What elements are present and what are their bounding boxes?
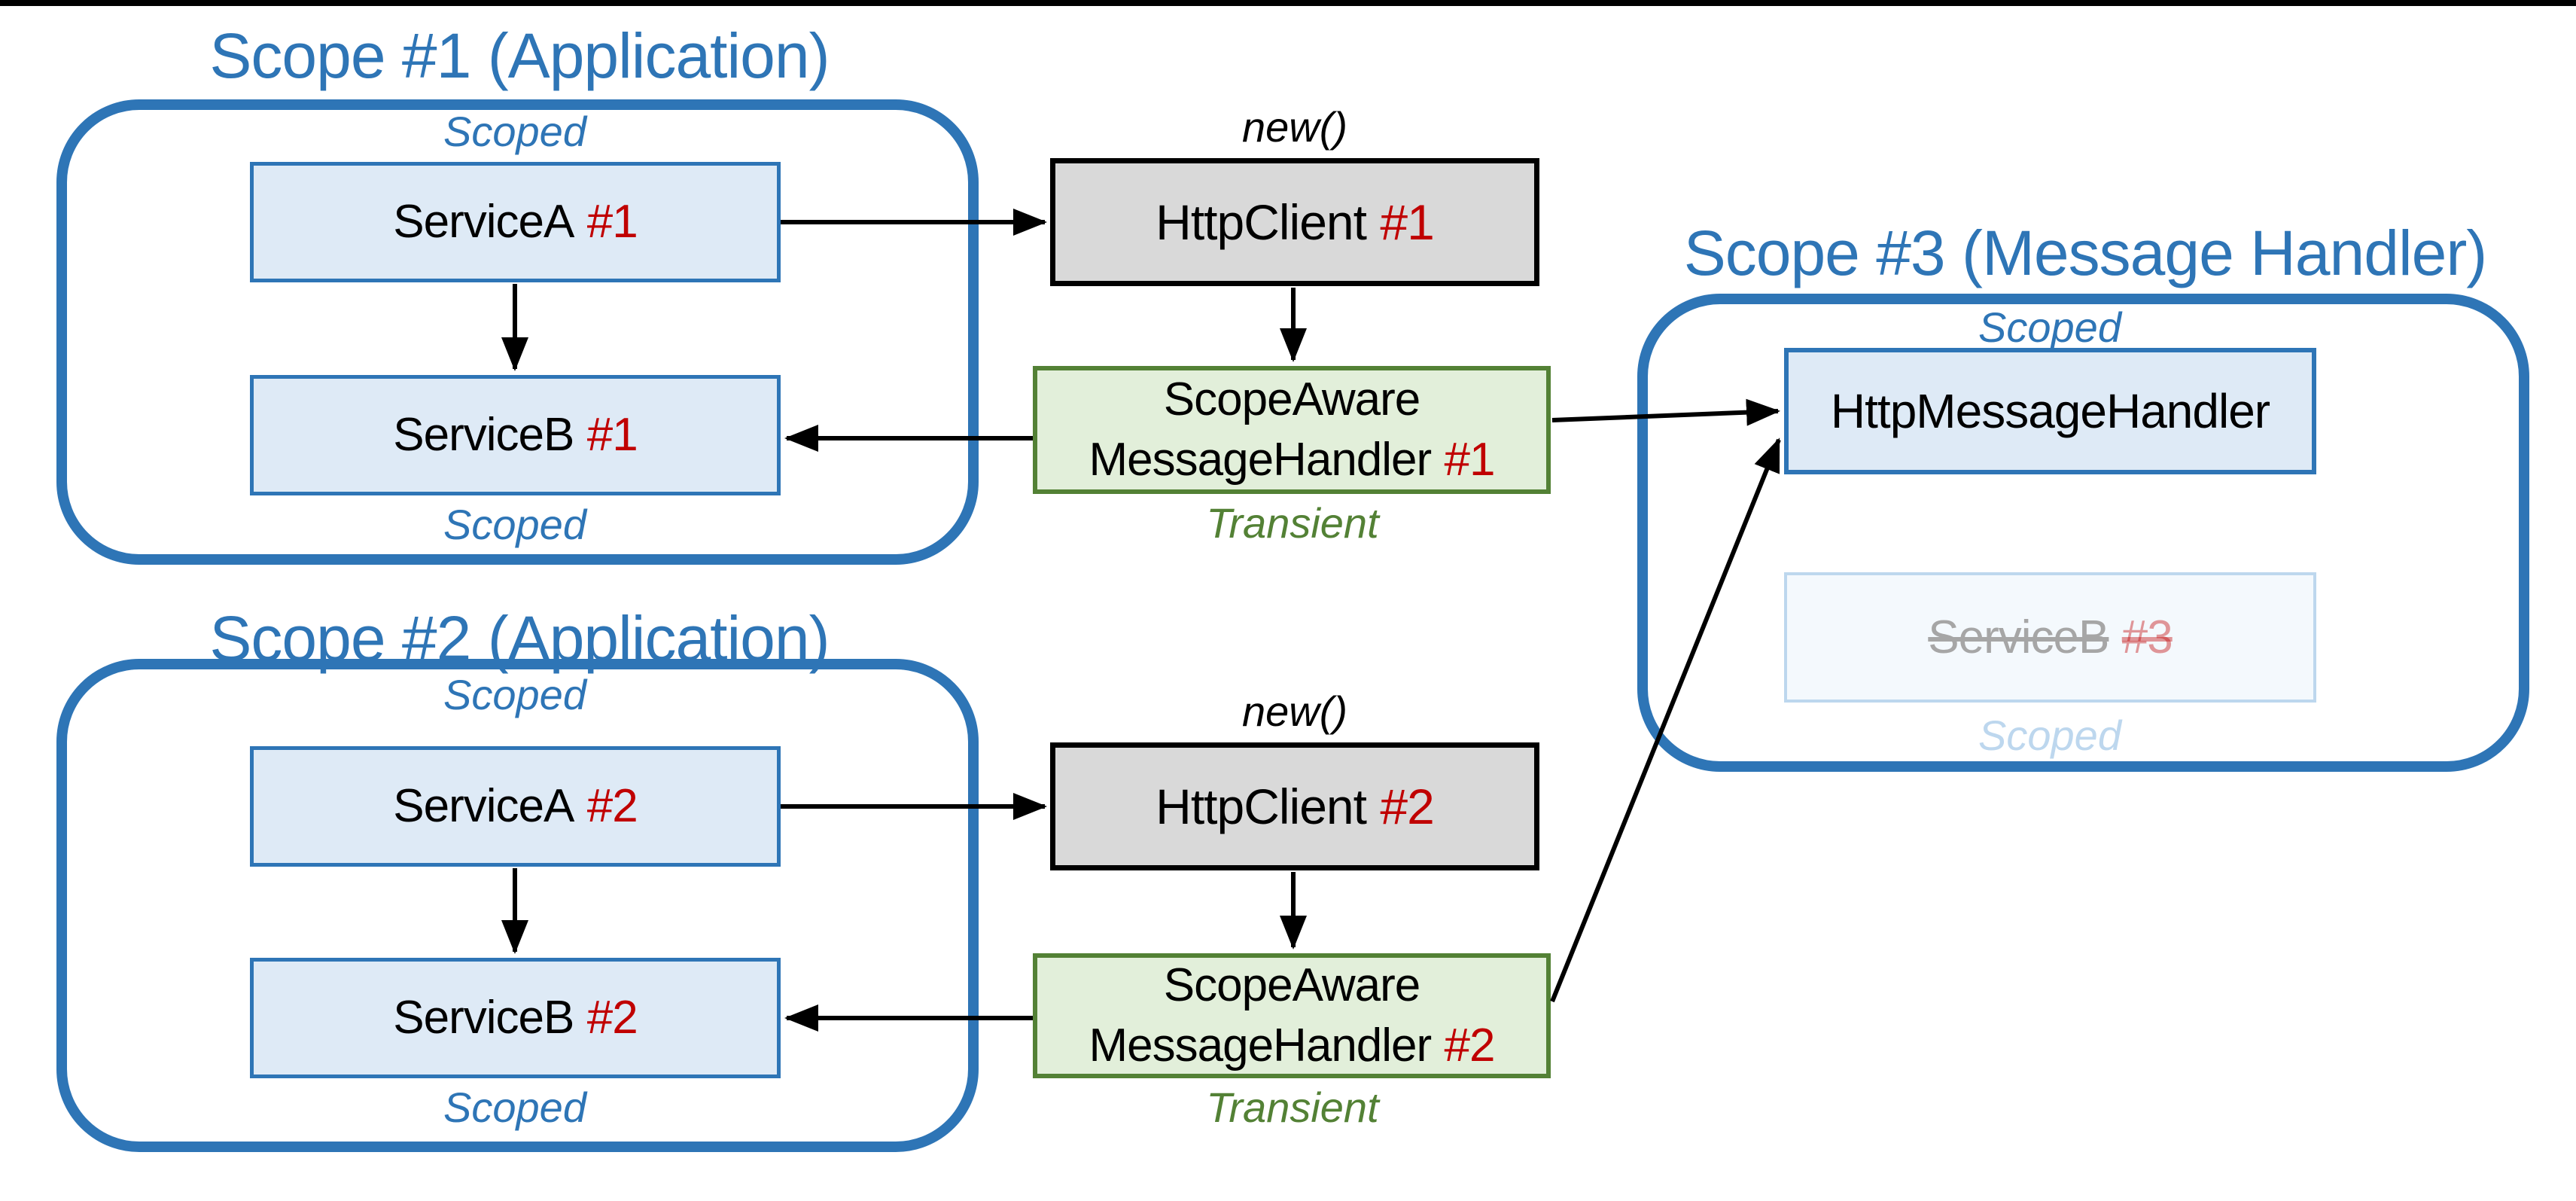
handler2-line2: MessageHandler [1089, 1020, 1432, 1071]
servicea2-box: ServiceA#2 [250, 746, 781, 867]
handler1-line2: MessageHandler [1089, 434, 1432, 486]
scopeaware-handler2-box: ScopeAware MessageHandler#2 [1033, 953, 1551, 1078]
handler2-instance: #2 [1444, 1020, 1496, 1071]
serviceb1-instance: #1 [586, 409, 638, 461]
servicea1-instance: #1 [586, 196, 638, 248]
scope2-scoped-bottom-label: Scoped [443, 1084, 586, 1131]
httpclient2-name: HttpClient [1156, 779, 1367, 834]
servicea2-name: ServiceA [393, 780, 574, 832]
scope2-scoped-top-label: Scoped [443, 671, 586, 718]
handler2-line1: ScopeAware [1163, 959, 1420, 1011]
scope1-outline [56, 99, 979, 565]
handler1-transient-label: Transient [1206, 499, 1379, 547]
scope3-scoped-faded-label: Scoped [1978, 712, 2121, 759]
httpclient2-box: HttpClient#2 [1050, 742, 1539, 870]
serviceb2-box: ServiceB#2 [250, 958, 781, 1078]
serviceb3-instance: #3 [2121, 611, 2173, 663]
serviceb3-label: ServiceB#3 [1928, 608, 2173, 668]
httpmessagehandler-box: HttpMessageHandler [1784, 348, 2316, 474]
scope1-title: Scope #1 (Application) [209, 20, 830, 91]
httpclient1-instance: #1 [1380, 194, 1434, 250]
serviceb1-name: ServiceB [393, 409, 574, 461]
servicea1-box: ServiceA#1 [250, 162, 781, 282]
scope3-title: Scope #3 (Message Handler) [1683, 218, 2488, 288]
httpclient1-box: HttpClient#1 [1050, 158, 1539, 286]
serviceb2-instance: #2 [586, 992, 638, 1044]
serviceb1-box: ServiceB#1 [250, 375, 781, 495]
httpclient2-label: HttpClient#2 [1156, 776, 1435, 837]
handler1-line1: ScopeAware [1163, 373, 1420, 425]
scope3-scoped-top-label: Scoped [1978, 303, 2121, 351]
client2-new-annotation: new() [1241, 687, 1348, 735]
servicea1-name: ServiceA [393, 196, 574, 248]
scope1-scoped-top-label: Scoped [443, 108, 586, 155]
servicea2-label: ServiceA#2 [393, 776, 638, 837]
serviceb2-name: ServiceB [393, 992, 574, 1044]
httpmessagehandler-label: HttpMessageHandler [1830, 384, 2270, 438]
servicea2-instance: #2 [586, 780, 638, 832]
serviceb3-name: ServiceB [1928, 611, 2109, 663]
httpclient1-name: HttpClient [1156, 194, 1367, 250]
httpclient1-label: HttpClient#1 [1156, 192, 1435, 252]
handler1-instance: #1 [1444, 434, 1496, 486]
handler2-line2-row: MessageHandler#2 [1089, 1016, 1496, 1076]
client1-new-annotation: new() [1241, 103, 1348, 151]
scope2-outline [56, 659, 979, 1152]
top-black-bar [0, 0, 2576, 6]
servicea1-label: ServiceA#1 [393, 192, 638, 252]
handler2-transient-label: Transient [1206, 1084, 1379, 1131]
scopeaware-handler1-box: ScopeAware MessageHandler#1 [1033, 366, 1551, 494]
serviceb2-label: ServiceB#2 [393, 988, 638, 1048]
httpclient2-instance: #2 [1380, 779, 1434, 834]
serviceb1-label: ServiceB#1 [393, 405, 638, 465]
handler1-line2-row: MessageHandler#1 [1089, 430, 1496, 490]
serviceb3-faded-box: ServiceB#3 [1784, 572, 2316, 703]
scope1-scoped-bottom-label: Scoped [443, 501, 586, 548]
